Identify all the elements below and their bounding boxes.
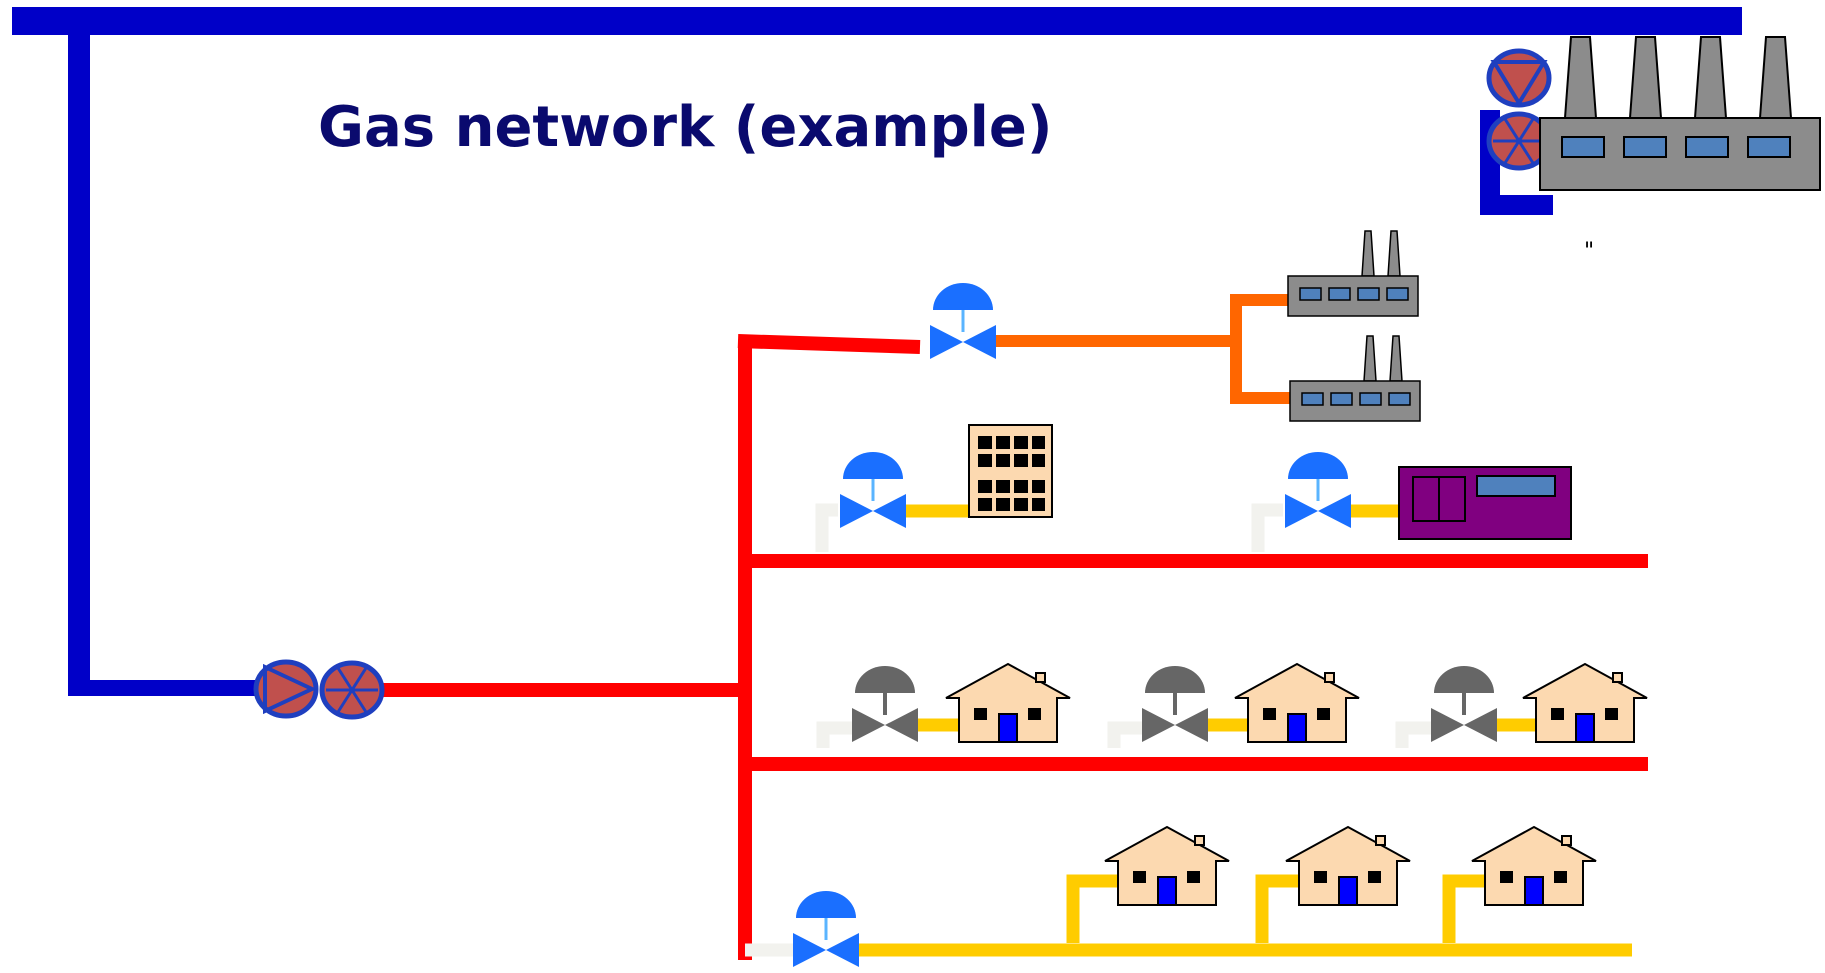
pressure-regulator-icon bbox=[850, 664, 920, 744]
house-icon bbox=[945, 663, 1071, 743]
apartment-building-icon bbox=[968, 424, 1053, 518]
compressor-turbine-icon bbox=[322, 663, 382, 717]
power-generator-icon bbox=[1398, 466, 1572, 540]
pressure-regulator-icon bbox=[928, 281, 998, 361]
pressure-regulator-icon bbox=[1283, 450, 1353, 530]
compressor-station-factory bbox=[1489, 51, 1549, 168]
small-factory-icon bbox=[1287, 230, 1419, 317]
diagram-title: Gas network (example) bbox=[318, 95, 1052, 160]
house-icon bbox=[1285, 826, 1411, 906]
industrial-supply-pipe bbox=[985, 294, 1290, 404]
house-icon bbox=[1522, 663, 1648, 743]
large-factory-icon bbox=[1539, 36, 1821, 191]
pressure-regulator-icon bbox=[791, 889, 861, 969]
pressure-regulator-icon bbox=[838, 450, 908, 530]
service-pipes bbox=[855, 504, 1632, 957]
distribution-pipeline bbox=[370, 334, 1648, 960]
compressor-triangle-icon bbox=[256, 662, 316, 716]
house-icon bbox=[1234, 663, 1360, 743]
small-factory-icon bbox=[1289, 335, 1421, 422]
service-stubs-inactive bbox=[745, 503, 1431, 957]
compressor-station-main bbox=[256, 662, 382, 717]
pressure-regulator-icon bbox=[1429, 664, 1499, 744]
house-icon bbox=[1471, 826, 1597, 906]
compressor-triangle-icon bbox=[1489, 51, 1549, 105]
house-icon bbox=[1104, 826, 1230, 906]
stray-mark: " bbox=[1584, 239, 1594, 264]
pressure-regulator-icon bbox=[1140, 664, 1210, 744]
